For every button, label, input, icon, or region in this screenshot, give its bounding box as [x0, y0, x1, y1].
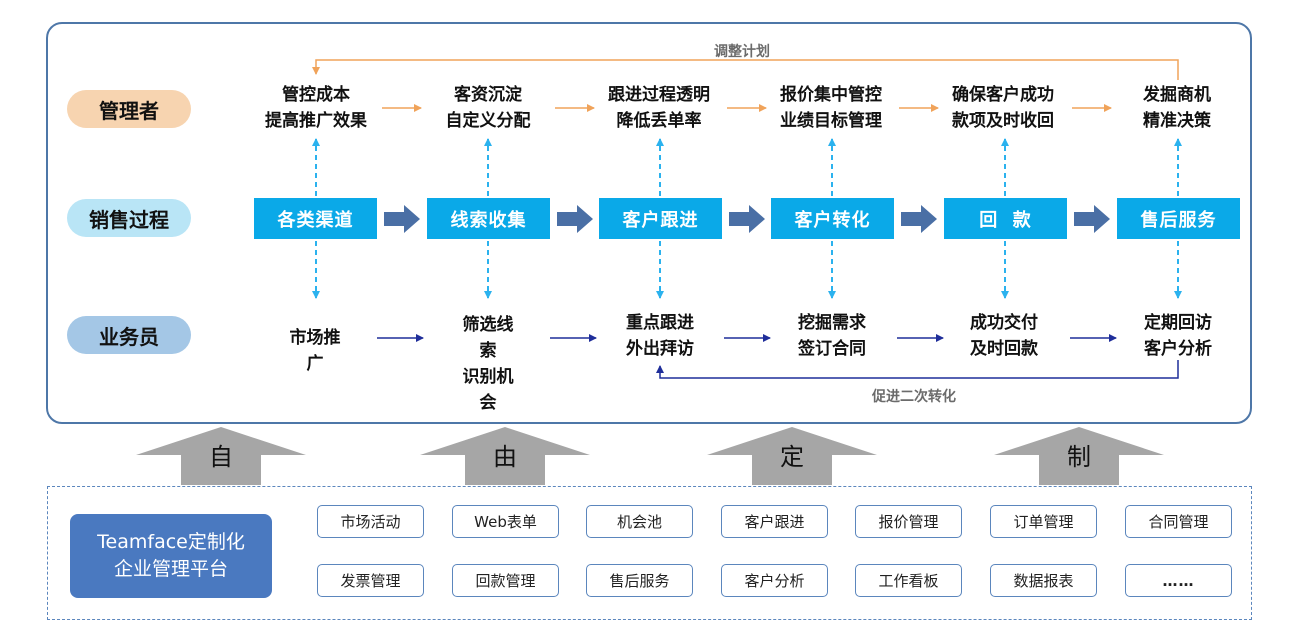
module-box: 客户分析 — [721, 564, 828, 597]
row-label-manager: 管理者 — [67, 90, 191, 128]
row-label-process: 销售过程 — [67, 199, 191, 237]
stage-box: 客户跟进 — [599, 198, 722, 239]
stage-box: 客户转化 — [771, 198, 894, 239]
module-box: 报价管理 — [855, 505, 962, 538]
module-box: 市场活动 — [317, 505, 424, 538]
module-box: Web表单 — [452, 505, 559, 538]
staff-task: 成功交付及时回款 — [970, 313, 1038, 359]
module-box: 订单管理 — [990, 505, 1097, 538]
module-box: 售后服务 — [586, 564, 693, 597]
loop-arrow-bottom — [656, 360, 1179, 379]
loop-label-top: 调整计划 — [714, 44, 770, 60]
manager-goal: 确保客户成功款项及时收回 — [952, 85, 1054, 131]
process-flow-arrow — [729, 205, 765, 233]
manager-goal: 发掘商机精准决策 — [1143, 85, 1211, 131]
manager-goal: 管控成本提高推广效果 — [265, 85, 367, 131]
staff-task: 筛选线索识别机会 — [462, 315, 514, 413]
stage-box: 各类渠道 — [254, 198, 377, 239]
loop-label-bottom: 促进二次转化 — [872, 389, 956, 405]
slogan-char: 制 — [1067, 443, 1091, 471]
staff-task: 重点跟进外出拜访 — [626, 313, 694, 359]
process-flow-arrow — [1074, 205, 1110, 233]
staff-task: 定期回访客户分析 — [1144, 313, 1212, 359]
module-box: …… — [1125, 564, 1232, 597]
platform-title: Teamface定制化 企业管理平台 — [70, 514, 272, 598]
platform-frame — [47, 486, 1252, 620]
process-flow-arrow — [557, 205, 593, 233]
loop-arrow-top — [312, 59, 1179, 80]
manager-goal: 客资沉淀自定义分配 — [445, 85, 531, 131]
staff-task: 市场推广 — [289, 328, 341, 374]
module-box: 客户跟进 — [721, 505, 828, 538]
stage-box: 售后服务 — [1117, 198, 1240, 239]
row-label-staff: 业务员 — [67, 316, 191, 354]
module-box: 发票管理 — [317, 564, 424, 597]
slogan-char: 由 — [493, 443, 517, 471]
module-box: 回款管理 — [452, 564, 559, 597]
big-up-arrow — [994, 427, 1164, 485]
stage-box: 线索收集 — [427, 198, 550, 239]
module-box: 数据报表 — [990, 564, 1097, 597]
staff-task: 挖掘需求签订合同 — [798, 313, 866, 359]
manager-goal: 跟进过程透明降低丢单率 — [608, 85, 710, 131]
stage-box: 回 款 — [944, 198, 1067, 239]
slogan-char: 定 — [780, 443, 804, 471]
process-flow-arrow — [384, 205, 420, 233]
module-box: 工作看板 — [855, 564, 962, 597]
big-up-arrow — [420, 427, 590, 485]
module-box: 合同管理 — [1125, 505, 1232, 538]
big-up-arrow — [136, 427, 306, 485]
big-up-arrow — [707, 427, 877, 485]
module-box: 机会池 — [586, 505, 693, 538]
slogan-char: 自 — [209, 443, 233, 471]
manager-goal: 报价集中管控业绩目标管理 — [780, 85, 882, 131]
process-flow-arrow — [901, 205, 937, 233]
